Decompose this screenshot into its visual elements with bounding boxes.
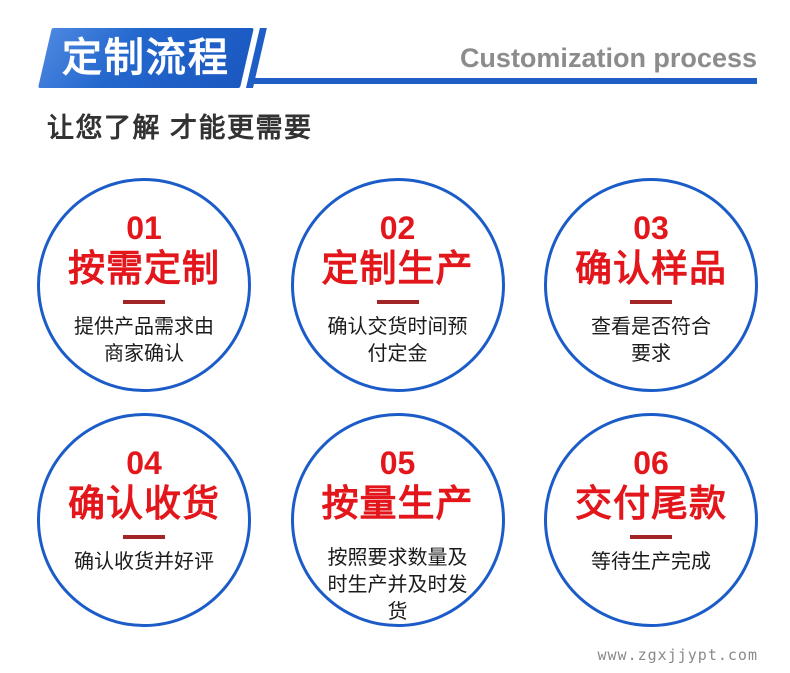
- step-divider: [630, 299, 672, 304]
- step-description: 查看是否符合 要求: [591, 315, 711, 365]
- step-circle-5: 05 按量生产 按照要求数量及 时生产并及时发 货: [290, 413, 505, 627]
- step-number: 06: [633, 445, 669, 481]
- step-title: 确认收货: [68, 483, 220, 525]
- step-divider: [123, 299, 165, 304]
- step-title: 定制生产: [321, 248, 474, 290]
- banner-ribbon: 定制流程: [38, 28, 254, 88]
- step-number: 05: [379, 445, 416, 481]
- page-subtitle: 让您了解 才能更需要: [47, 113, 313, 143]
- step-description: 确认交货时间预 付定金: [327, 315, 468, 365]
- step-circle-4: 04 确认收货 确认收货并好评: [37, 413, 251, 627]
- step-circle-2: 02 定制生产 确认交货时间预 付定金: [290, 178, 505, 392]
- step-number: 03: [633, 210, 669, 246]
- step-circle-6: 06 交付尾款 等待生产完成: [544, 413, 758, 627]
- step-description: 等待生产完成: [591, 550, 711, 573]
- step-number: 04: [126, 445, 162, 481]
- step-divider: [630, 534, 672, 539]
- step-description: 确认收货并好评: [74, 550, 214, 573]
- step-description: 提供产品需求由 商家确认: [74, 315, 214, 365]
- steps-grid: 01 按需定制 提供产品需求由 商家确认 02 定制生产 确认交货时间预 付定金…: [37, 178, 758, 627]
- step-title: 按量生产: [321, 483, 474, 525]
- step-number: 01: [126, 210, 162, 246]
- step-title: 确认样品: [575, 248, 727, 290]
- step-circle-3: 03 确认样品 查看是否符合 要求: [544, 178, 758, 392]
- header-underline: [251, 78, 757, 84]
- step-title: 按需定制: [68, 248, 220, 290]
- step-circle-1: 01 按需定制 提供产品需求由 商家确认: [37, 178, 251, 392]
- watermark-url: www.zgxjjypt.com: [597, 646, 758, 664]
- step-title: 交付尾款: [575, 483, 727, 525]
- step-number: 02: [379, 210, 416, 246]
- step-divider: [123, 534, 165, 539]
- step-description: 按照要求数量及 时生产并及时发 货: [327, 546, 468, 623]
- english-title: Customization process: [459, 43, 757, 73]
- step-divider: [376, 299, 419, 304]
- banner-title: 定制流程: [61, 36, 230, 80]
